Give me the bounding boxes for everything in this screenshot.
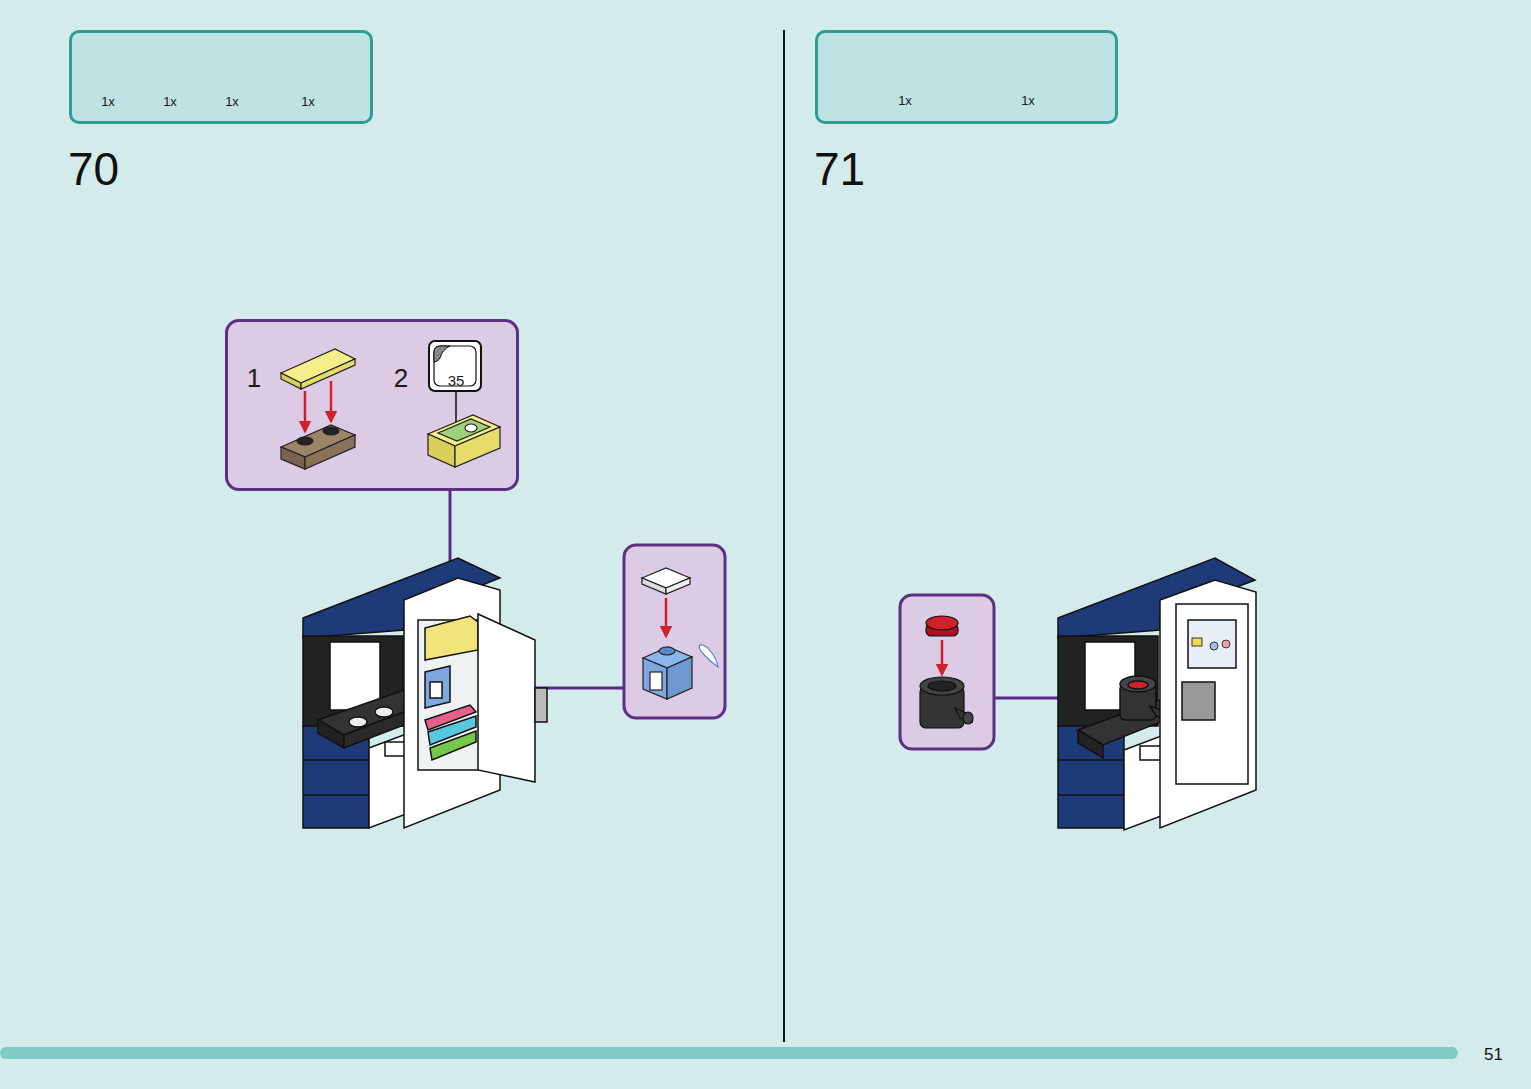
kitchen-model	[1058, 558, 1256, 830]
brick-assembly	[642, 568, 718, 699]
sticker-number: 35	[448, 373, 465, 388]
kitchen-model	[303, 558, 547, 828]
part-quantity: 1x	[163, 95, 177, 108]
sub-assembly-callout: 1 2 35	[225, 319, 519, 491]
sub-step-number: 1	[247, 365, 261, 391]
callout-box	[900, 595, 994, 749]
part-quantity: 1x	[301, 95, 315, 108]
footer-bar	[0, 1047, 1458, 1059]
divider-line	[783, 30, 785, 1042]
step-number: 70	[68, 146, 119, 192]
sticker-box: 35	[428, 340, 482, 392]
sub-step-number: 2	[394, 365, 408, 391]
part-quantity: 1x	[225, 95, 239, 108]
part-quantity: 1x	[1021, 94, 1035, 107]
parts-list-box: 1x 1x	[815, 30, 1118, 124]
page-number: 51	[1484, 1046, 1503, 1063]
step-number: 71	[814, 146, 865, 192]
callout-box	[624, 545, 725, 718]
part-quantity: 1x	[898, 94, 912, 107]
part-quantity: 1x	[101, 95, 115, 108]
parts-list-box: 1x 1x 1x 1x	[69, 30, 373, 124]
cooking-pot-assembly	[920, 616, 973, 728]
